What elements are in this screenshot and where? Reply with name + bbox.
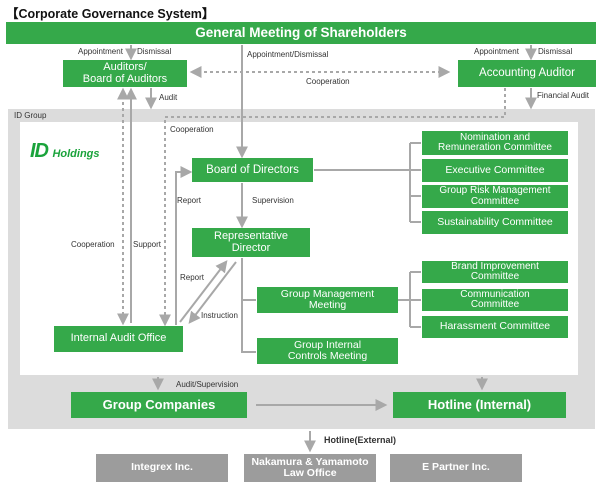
law-line1: Nakamura & Yamamoto [251,455,369,468]
label-hotline-external: Hotline(External) [324,435,397,445]
rep-director-line2: Director [231,241,271,254]
group-ic-line1: Group Internal [293,338,362,351]
logo-text: Holdings [52,148,100,160]
communication-line2: Committee [470,299,520,310]
law-office-box: Nakamura & Yamamoto Law Office [244,454,376,482]
auditors-box: Auditors/ Board of Auditors [63,60,187,87]
communication-line1: Communication [460,288,530,300]
group-internal-controls-box: Group Internal Controls Meeting [257,338,398,364]
group-ic-line2: Controls Meeting [287,350,368,362]
label-audit-supervision: Audit/Supervision [176,380,239,389]
label-audit: Audit [159,93,178,102]
group-mgmt-line1: Group Management [280,287,375,300]
label-report-lower: Report [180,273,205,282]
label-cooperation-mid: Cooperation [170,125,214,134]
label-report-upper: Report [177,196,202,205]
hotline-internal-box: Hotline (Internal) [393,392,566,418]
label-appointment-dismissal: Appointment/Dismissal [247,50,329,59]
risk-committee-box: Group Risk Management Committee [422,185,568,208]
risk-line1: Group Risk Management [439,185,551,196]
label-cooperation-left: Cooperation [71,240,115,249]
communication-committee-box: Communication Committee [422,289,568,311]
nomination-line1: Nomination and [459,131,531,143]
rep-director-line1: Representative [214,229,288,242]
harassment-committee-box: Harassment Committee [422,316,568,338]
nomination-committee-box: Nomination and Remuneration Committee [422,131,568,155]
page-title: 【Corporate Governance System】 [6,7,215,21]
label-financial-audit: Financial Audit [537,91,590,100]
group-mgmt-line2: Meeting [308,299,347,311]
brand-committee-box: Brand Improvement Committee [422,261,568,283]
label-dismissal-left: Dismissal [137,47,172,56]
executive-committee-box: Executive Committee [422,159,568,182]
internal-audit-office-box: Internal Audit Office [54,326,183,352]
auditors-line2: Board of Auditors [82,72,168,85]
label-cooperation-top: Cooperation [306,77,350,86]
id-group-label: ID Group [14,111,47,120]
auditors-line1: Auditors/ [103,60,147,73]
label-instruction: Instruction [201,311,238,320]
sustainability-committee-box: Sustainability Committee [422,211,568,234]
board-of-directors-box: Board of Directors [192,158,313,182]
group-management-meeting-box: Group Management Meeting [257,287,398,313]
brand-line1: Brand Improvement [451,260,539,272]
label-support: Support [133,240,162,249]
brand-line2: Committee [470,271,520,282]
logo-mark: ID [30,140,49,162]
id-holdings-logo: ID Holdings [30,140,100,163]
group-companies-box: Group Companies [71,392,247,418]
accounting-auditor-box: Accounting Auditor [458,60,596,87]
shareholders-box: General Meeting of Shareholders [6,22,596,44]
epartner-box: E Partner Inc. [390,454,522,482]
label-supervision: Supervision [252,196,294,205]
label-appointment-right: Appointment [474,47,519,56]
integrex-box: Integrex Inc. [96,454,228,482]
representative-director-box: Representative Director [192,228,310,257]
risk-line2: Committee [470,195,520,207]
law-line2: Law Office [283,467,337,479]
label-dismissal-right: Dismissal [538,47,573,56]
label-appointment-left: Appointment [78,47,123,56]
nomination-line2: Remuneration Committee [438,142,552,153]
